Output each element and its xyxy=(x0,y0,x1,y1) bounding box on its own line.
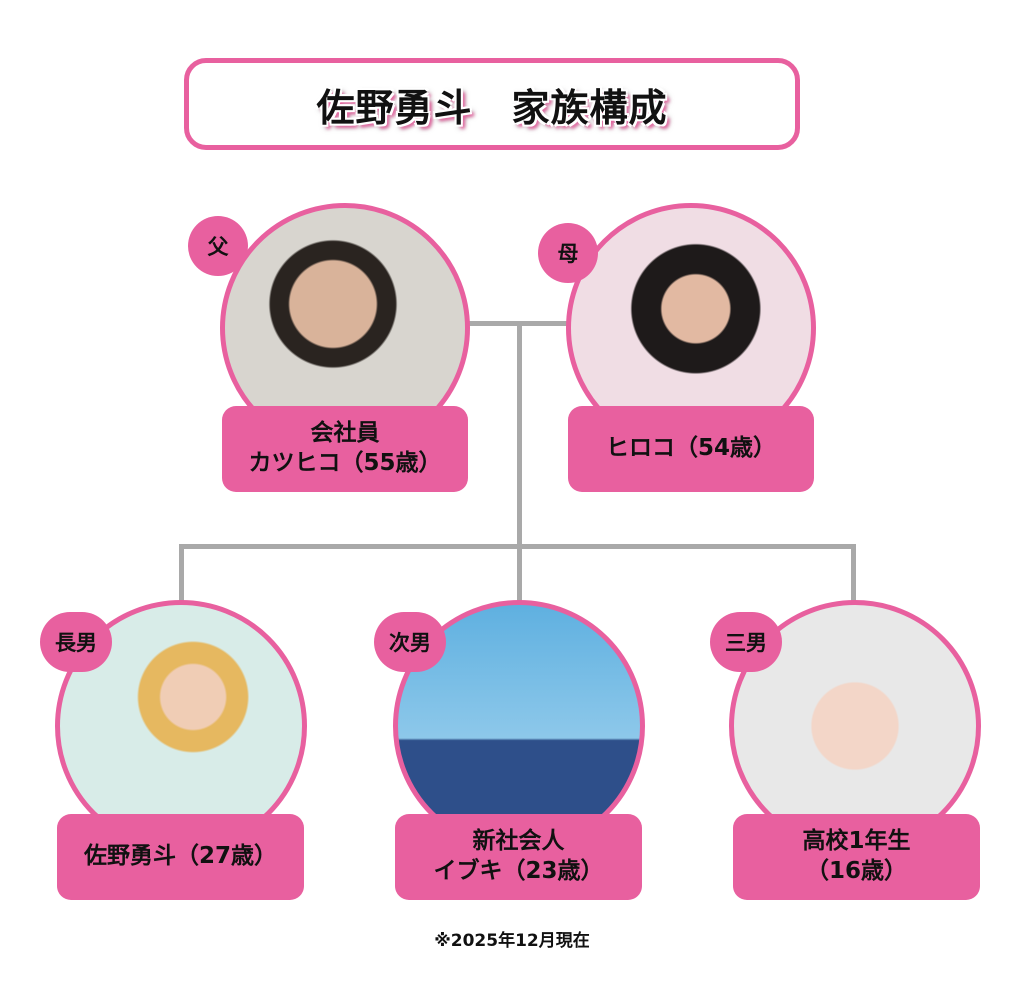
connector-second xyxy=(517,544,522,604)
third-son-grade: 高校1年生 xyxy=(802,828,911,855)
third-son-label: 高校1年生 （16歳） xyxy=(733,814,980,900)
mother-label: ヒロコ（54歳） xyxy=(568,406,814,492)
second-son-label: 新社会人イブキ（23歳） xyxy=(395,814,642,900)
second-son-badge: 次男 xyxy=(374,612,446,672)
connector-third xyxy=(851,544,856,604)
eldest-son-badge: 長男 xyxy=(40,612,112,672)
father-label: 会社員カツヒコ（55歳） xyxy=(222,406,468,492)
father-badge: 父 xyxy=(188,216,248,276)
third-son-badge: 三男 xyxy=(710,612,782,672)
mother-name: ヒロコ（54歳） xyxy=(605,435,776,462)
second-son-name: イブキ（23歳） xyxy=(433,858,604,884)
page-title: 佐野勇斗 家族構成 xyxy=(184,58,800,150)
connector-eldest xyxy=(179,544,184,604)
eldest-son-label: 佐野勇斗（27歳） xyxy=(57,814,304,900)
date-note: ※2025年12月現在 xyxy=(434,931,590,951)
eldest-son-name: 佐野勇斗（27歳） xyxy=(83,843,277,870)
mother-badge: 母 xyxy=(538,223,598,283)
father-name: カツヒコ（55歳） xyxy=(248,450,442,476)
third-son-age: （16歳） xyxy=(805,858,907,884)
second-son-status: 新社会人 xyxy=(472,828,565,855)
connector-trunk xyxy=(517,321,522,549)
father-occupation: 会社員 xyxy=(310,420,380,447)
